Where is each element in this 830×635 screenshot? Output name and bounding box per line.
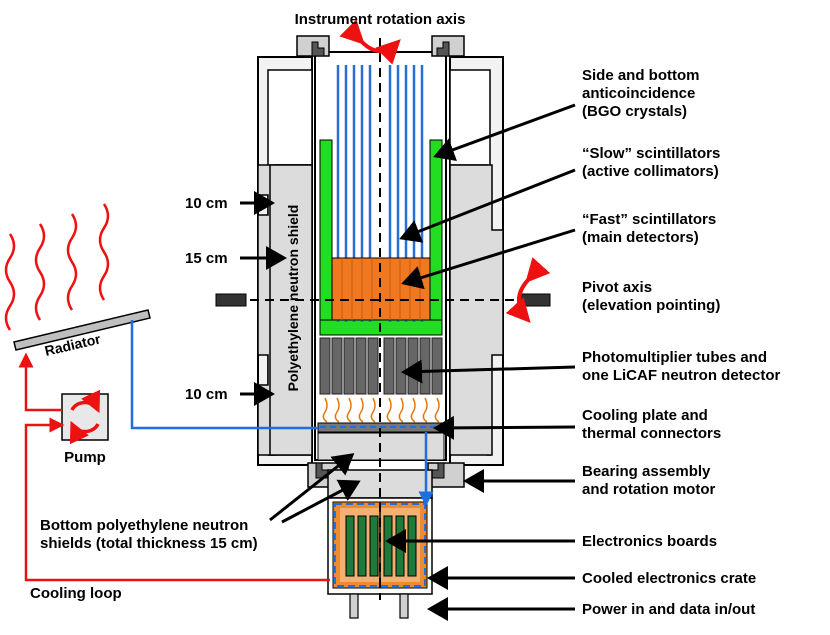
callout-arrows (240, 103, 576, 621)
coolant-return-pipe (18, 352, 330, 582)
label-bgo-1: Side and bottom (582, 67, 700, 84)
label-slow-1: “Slow” scintillators (582, 145, 720, 162)
radiator-heat-waves (4, 203, 110, 331)
label-pmt-2: one LiCAF neutron detector (582, 367, 780, 384)
label-pump: Pump (64, 449, 106, 466)
label-slow-2: (active collimators) (582, 163, 719, 180)
label-pivot-2: (elevation pointing) (582, 297, 720, 314)
radiator-plate (13, 309, 151, 351)
photomultiplier-tubes (319, 337, 443, 395)
label-bgo-3: (BGO crystals) (582, 103, 687, 120)
label-cooling-1: Cooling plate and (582, 407, 708, 424)
thickness-bottom: 10 cm (185, 386, 228, 403)
top-bearing-clips (296, 35, 465, 57)
label-electronics-boards: Electronics boards (582, 533, 717, 550)
label-fast-1: “Fast” scintillators (582, 211, 716, 228)
pivot-rotation-arrow-icon (505, 257, 551, 323)
label-cooling-2: thermal connectors (582, 425, 721, 442)
thickness-top: 10 cm (185, 195, 228, 212)
thickness-middle: 15 cm (185, 250, 228, 267)
label-pmt-1: Photomultiplier tubes and (582, 349, 767, 366)
label-bottom-shields-1: Bottom polyethylene neutron (40, 517, 248, 534)
label-electronics-crate: Cooled electronics crate (582, 570, 756, 587)
label-fast-2: (main detectors) (582, 229, 699, 246)
label-power: Power in and data in/out (582, 601, 755, 618)
label-polyethylene-shield: Polyethylene neutron shield (285, 205, 301, 392)
label-bottom-shields-2: shields (total thickness 15 cm) (40, 535, 258, 552)
label-pivot-1: Pivot axis (582, 279, 652, 296)
polyethylene-shield-right (449, 164, 504, 456)
bgo-crystals (319, 139, 443, 336)
label-cooling-loop: Cooling loop (30, 585, 122, 602)
label-bearing-1: Bearing assembly (582, 463, 711, 480)
coolant-supply-pipe (130, 320, 434, 507)
rotation-arrow-icon (339, 19, 401, 65)
pivot-cap-right (519, 293, 551, 307)
label-bgo-2: anticoincidence (582, 85, 695, 102)
title-rotation-axis: Instrument rotation axis (295, 11, 466, 28)
label-bearing-2: and rotation motor (582, 481, 715, 498)
pivot-cap-left (215, 293, 247, 307)
power-connectors (349, 593, 409, 619)
polyethylene-shield-left-core (269, 164, 313, 456)
pump-cycle-icon (69, 389, 101, 445)
